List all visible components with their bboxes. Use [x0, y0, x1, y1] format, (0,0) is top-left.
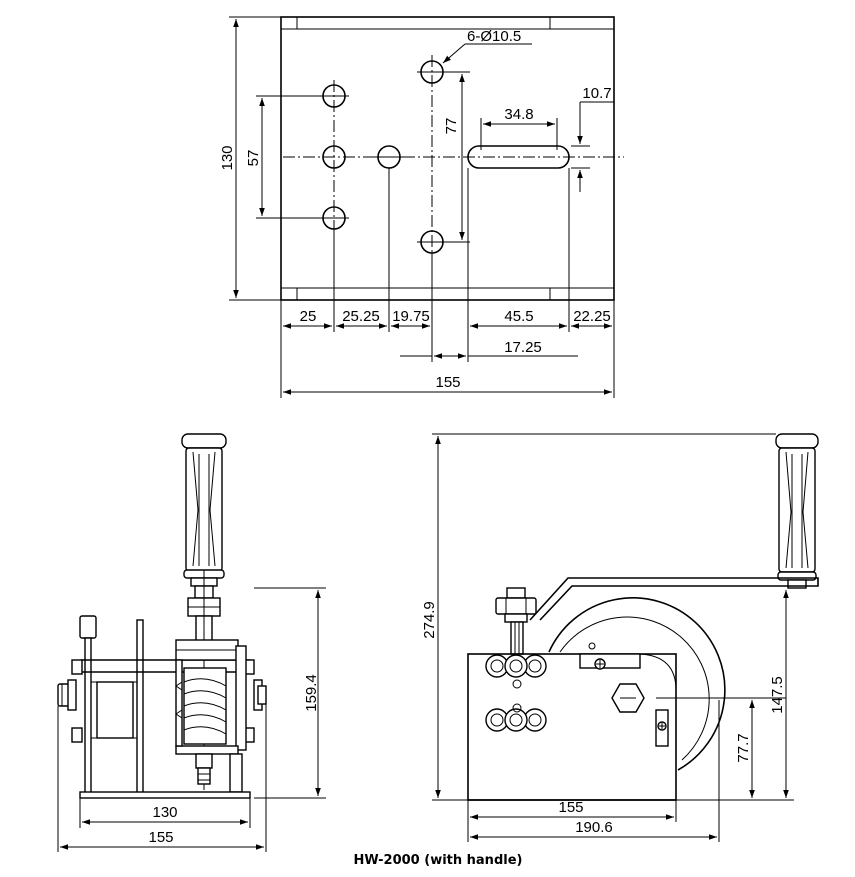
dim-front-total-width: 155	[148, 829, 173, 846]
dim-height: 130	[219, 145, 236, 170]
side-view: 274.9 147.5 77.7 155 190.6	[421, 433, 819, 842]
dim-offset: 17.25	[504, 339, 542, 356]
dim-total-width: 155	[435, 374, 460, 391]
dim-side-total-length: 190.6	[575, 819, 613, 836]
crank-arm	[529, 577, 819, 621]
dim-seg-4: 45.5	[504, 308, 533, 325]
dim-slot-length: 34.8	[504, 106, 533, 123]
handle-grip	[181, 433, 227, 587]
dim-side-base-length: 155	[558, 799, 583, 816]
drum-guard	[548, 597, 726, 771]
dim-side-axle-height: 77.7	[735, 733, 752, 762]
dim-seg-1: 25	[300, 308, 317, 325]
dim-hole-spacing-vertical: 57	[245, 150, 262, 167]
dim-seg-5: 22.25	[573, 308, 611, 325]
dim-slot-width: 10.7	[582, 85, 611, 102]
dim-seg-2: 25.25	[342, 308, 380, 325]
front-view: 159.4 130 155	[57, 433, 326, 852]
slot	[467, 145, 570, 169]
hole-callout: 6-Ø10.5	[467, 28, 521, 45]
handle-grip-side	[775, 433, 819, 589]
dim-hole-offset-vertical: 77	[443, 118, 460, 135]
mounting-plate	[280, 16, 615, 301]
dim-side-total-height: 274.9	[421, 601, 438, 639]
worm-gear	[175, 667, 227, 745]
hole	[322, 145, 346, 169]
dim-side-handle-height: 147.5	[769, 676, 786, 714]
drawing-caption: HW-2000 (with handle)	[354, 853, 523, 868]
dim-seg-3: 19.75	[392, 308, 430, 325]
mounting-holes	[319, 60, 447, 254]
dim-front-height: 159.4	[303, 674, 320, 712]
dim-front-base-width: 130	[152, 804, 177, 821]
top-view: 130 57 77 6-Ø10.5 34.8 10.7	[219, 16, 624, 398]
